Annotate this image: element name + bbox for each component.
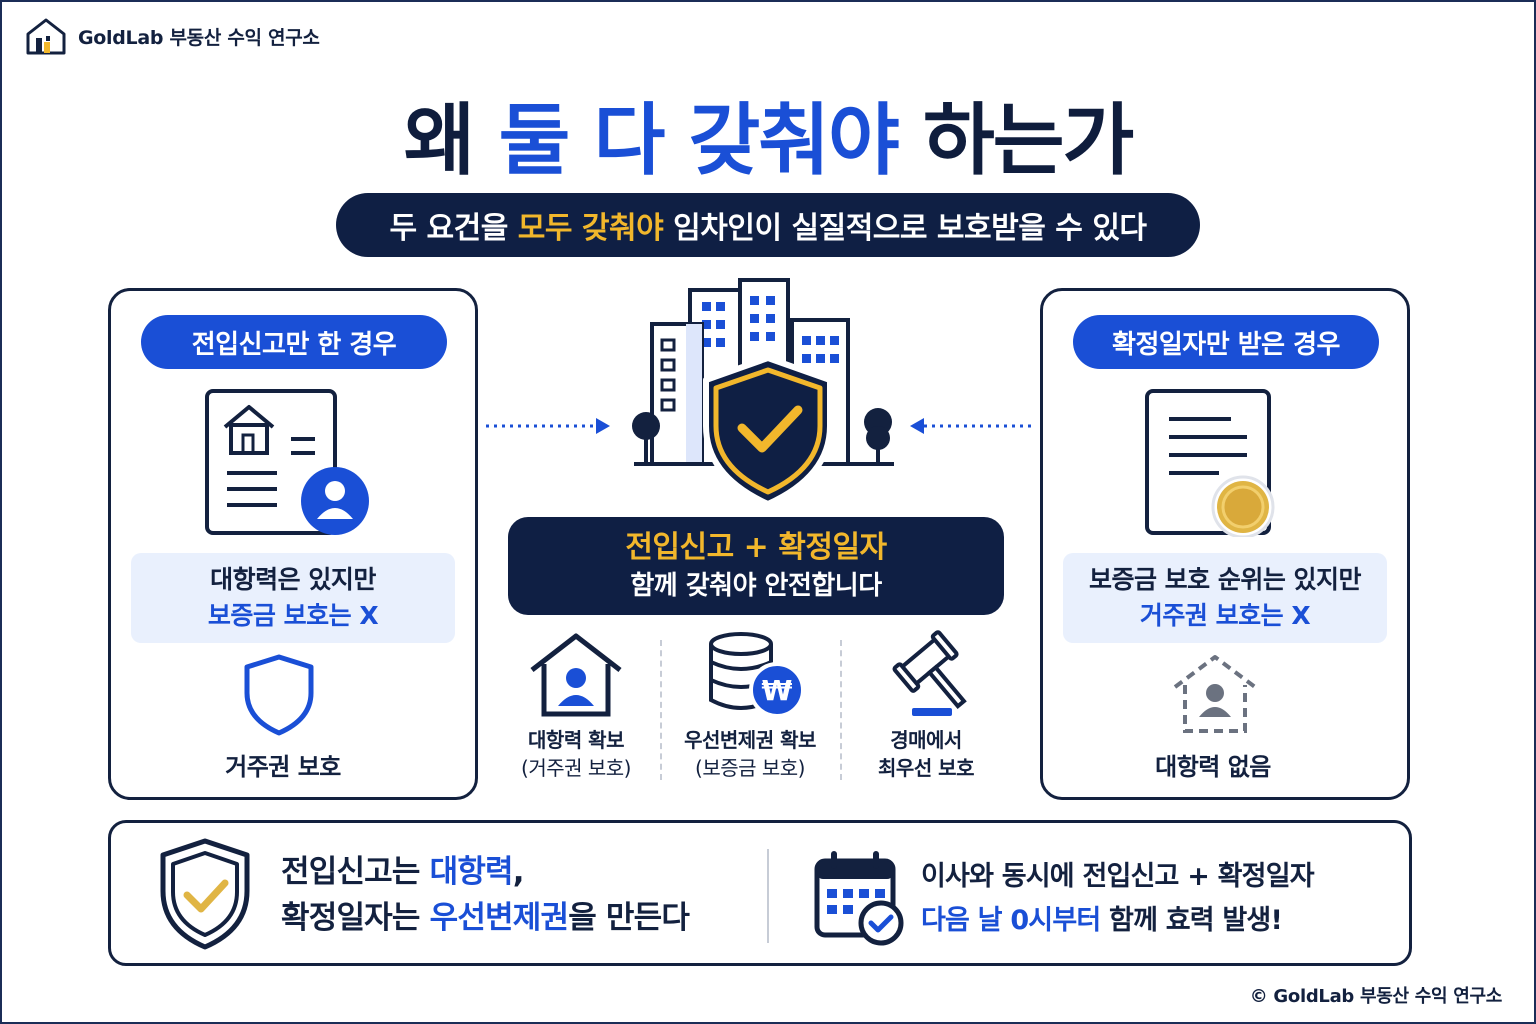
- bl-line1-b: 대항력: [429, 854, 514, 890]
- subtitle-part1: 두 요건을: [389, 211, 518, 246]
- right-card: 확정일자만 받은 경우 보증금 보호 순위는 있지만 거주권 보호는 X 대항력…: [1040, 288, 1410, 800]
- center-headline-box: 전입신고 + 확정일자 함께 갖춰야 안전합니다: [508, 517, 1004, 615]
- feature-item: 대항력 확보 (거주권 보호): [492, 630, 660, 780]
- feature-3-line2: 최우선 보호: [878, 756, 974, 780]
- feature-1-line2: (거주권 보호): [521, 756, 631, 780]
- right-note-line2: 거주권 보호는 X: [1139, 601, 1311, 630]
- feature-text: 우선변제권 확보 (보증금 보호): [666, 726, 834, 782]
- left-card: 전입신고만 한 경우 대항력은 있지만 보증금 보호는 X 거주권 보호: [108, 288, 478, 800]
- feature-3-line1: 경매에서: [890, 728, 962, 752]
- feature-1-line1: 대항력 확보: [528, 728, 624, 752]
- coins-won-icon: ₩: [709, 632, 805, 718]
- left-note-line2: 보증금 보호는 X: [207, 601, 379, 630]
- bl-line2-a: 확정일자는: [281, 900, 430, 936]
- right-note-line1: 보증금 보호 순위는 있지만: [1088, 565, 1362, 594]
- subtitle-highlight: 모두 갖춰야: [517, 211, 664, 246]
- title-part2: 하는가: [897, 96, 1134, 186]
- center-subline: 함께 갖춰야 안전합니다: [630, 571, 882, 601]
- svg-text:₩: ₩: [762, 674, 793, 707]
- feature-text: 대항력 확보 (거주권 보호): [492, 726, 660, 782]
- br-line2-a: 다음 날 0시부터: [921, 905, 1101, 936]
- br-line2-b: 함께 효력 발생!: [1100, 905, 1283, 936]
- left-card-note: 대항력은 있지만 보증금 보호는 X: [131, 553, 455, 643]
- subtitle-part2: 임차인이 실질적으로 보호받을 수 있다: [663, 211, 1147, 246]
- certificate-seal-icon: [1145, 389, 1275, 537]
- document-person-icon: [205, 389, 369, 535]
- subtitle-pill: 두 요건을 모두 갖춰야 임차인이 실질적으로 보호받을 수 있다: [336, 193, 1200, 257]
- brand-name: GoldLab 부동산 수익 연구소: [78, 26, 320, 49]
- brand: GoldLab 부동산 수익 연구소: [24, 16, 320, 56]
- gavel-icon: [892, 630, 967, 716]
- right-card-footer: 대항력 없음: [1155, 753, 1271, 781]
- bottom-summary-panel: 전입신고는 대항력, 확정일자는 우선변제권을 만든다 이사와 동시에 전입신고…: [108, 820, 1412, 966]
- feature-item: ₩ 우선변제권 확보 (보증금 보호): [666, 630, 834, 780]
- bottom-left-text: 전입신고는 대항력, 확정일자는 우선변제권을 만든다: [281, 849, 690, 941]
- house-dashed-person-icon: [1173, 655, 1257, 733]
- page-title: 왜 둘 다 갖춰야 하는가: [0, 78, 1536, 190]
- br-line1: 이사와 동시에 전입신고 + 확정일자: [921, 861, 1315, 892]
- right-card-note: 보증금 보호 순위는 있지만 거주권 보호는 X: [1063, 553, 1387, 643]
- bl-line2-b: 우선변제권: [429, 900, 569, 936]
- house-person-icon: [530, 633, 622, 717]
- bl-line1-a: 전입신고는: [281, 854, 430, 890]
- title-part1: 왜: [403, 96, 499, 186]
- left-card-tag: 전입신고만 한 경우: [141, 315, 447, 369]
- center-headline: 전입신고 + 확정일자: [625, 530, 887, 565]
- copyright: © GoldLab 부동산 수익 연구소: [1249, 986, 1503, 1007]
- left-note-line1: 대항력은 있지만: [210, 565, 376, 594]
- bottom-right-text: 이사와 동시에 전입신고 + 확정일자 다음 날 0시부터 함께 효력 발생!: [921, 855, 1315, 943]
- right-card-tag: 확정일자만 받은 경우: [1073, 315, 1379, 369]
- right-dotted-arrow: [910, 418, 1034, 434]
- title-highlight: 둘 다 갖춰야: [498, 96, 900, 186]
- left-card-footer: 거주권 보호: [225, 753, 341, 781]
- feature-2-line1: 우선변제권 확보: [684, 728, 816, 752]
- house-logo-icon: [26, 18, 66, 55]
- feature-2-line2: (보증금 보호): [695, 756, 805, 780]
- feature-divider: [660, 640, 662, 780]
- shield-check-icon: [160, 838, 250, 950]
- bottom-divider: [767, 849, 769, 943]
- bl-line2-c: 을 만든다: [568, 900, 690, 936]
- feature-divider: [840, 640, 842, 780]
- building-shield-icon: [632, 278, 894, 507]
- shield-outline-icon: [244, 654, 314, 736]
- calendar-check-icon: [814, 851, 904, 946]
- bl-line1-c: ,: [512, 854, 525, 890]
- left-dotted-arrow: [486, 418, 610, 434]
